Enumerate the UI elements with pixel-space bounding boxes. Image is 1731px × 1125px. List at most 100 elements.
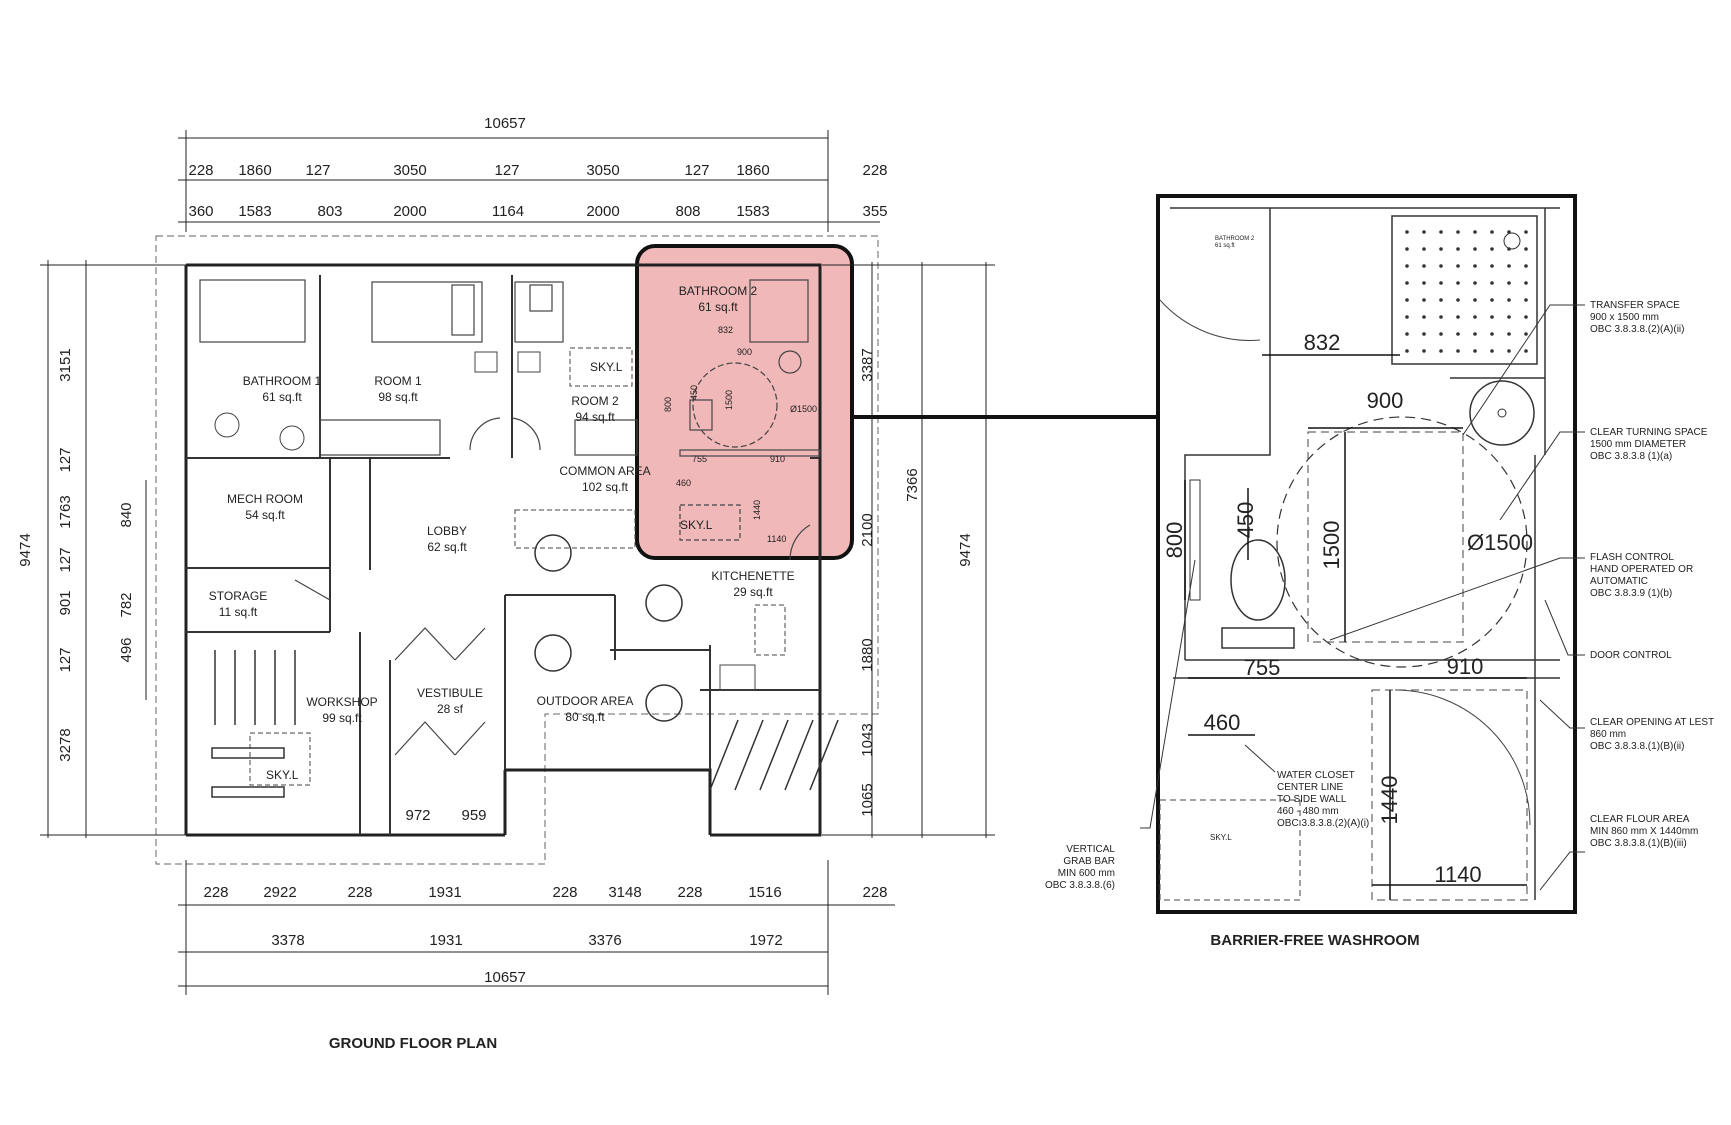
room-area: 62 sq.ft (427, 540, 467, 554)
note-grab-bar: MIN 600 mm (1058, 868, 1115, 879)
dim-450: 450 (1233, 502, 1258, 539)
shower-dot (1524, 332, 1528, 336)
dim-1440: 1440 (1377, 776, 1402, 825)
note-opening: OBC 3.8.3.8.(1)(B)(ii) (1590, 741, 1684, 752)
dim-755: 755 (1244, 655, 1281, 680)
dim-top-row1: 127 (305, 162, 330, 179)
dim-900: 900 (1367, 388, 1404, 413)
outdoor-bike-rack (709, 719, 839, 791)
shower-dot (1456, 298, 1460, 302)
shower-dot (1490, 264, 1494, 268)
shower-dot (1524, 349, 1528, 353)
bathroom-1-sink (279, 425, 305, 451)
dim-top-row2: 1164 (492, 203, 524, 220)
note-transfer: 900 x 1500 mm (1590, 312, 1659, 323)
right-dimension-lines (822, 262, 995, 838)
water-closet (1221, 539, 1295, 649)
shower-dot (1456, 349, 1460, 353)
dim-bottom-row2: 1931 (429, 932, 462, 949)
washroom-detail-title: BARRIER-FREE WASHROOM (1210, 932, 1419, 949)
shower-dot (1422, 349, 1426, 353)
shower-dot (1473, 264, 1477, 268)
note-flash: HAND OPERATED OR (1590, 564, 1693, 575)
svg-text:755: 755 (692, 454, 707, 464)
shower-dot (1490, 332, 1494, 336)
note-turning: CLEAR TURNING SPACE (1590, 427, 1708, 438)
exterior-walls (184, 263, 822, 837)
note-opening: 860 mm (1590, 729, 1626, 740)
note-turning: OBC 3.8.3.8 (1)(a) (1590, 451, 1672, 462)
kitchenette-sink (719, 664, 756, 691)
washroom-detail: 832 900 450 800 1500 Ø1500 755 910 460 1… (1045, 194, 1714, 949)
dim-832: 832 (1304, 330, 1341, 355)
room-area: 29 sq.ft (733, 585, 773, 599)
dim-460: 460 (1204, 710, 1241, 735)
shower-tray-dots (1405, 230, 1528, 353)
note-flash: OBC 3.8.3.9 (1)(b) (1590, 588, 1672, 599)
dim-left: 901 (57, 590, 74, 615)
shower-dot (1507, 281, 1511, 285)
dim-bottom-row1: 3148 (608, 884, 641, 901)
dim-bottom-row1: 1931 (428, 884, 461, 901)
dining-tables (534, 534, 683, 722)
note-floor-area: CLEAR FLOUR AREA (1590, 814, 1690, 825)
shower-dot (1490, 349, 1494, 353)
dim-top-row1: 127 (684, 162, 709, 179)
shower-dot (1405, 298, 1409, 302)
vestibule-doors (394, 627, 486, 756)
shower-dot (1524, 315, 1528, 319)
bottom-dimension-lines (178, 860, 895, 995)
dim-right-total: 7366 (904, 468, 921, 501)
svg-text:800: 800 (663, 397, 673, 412)
note-opening: CLEAR OPENING AT LEST (1590, 717, 1714, 728)
shower-dot (1490, 281, 1494, 285)
note-water-closet: WATER CLOSET (1277, 770, 1355, 781)
room-area: 98 sq.ft (378, 390, 418, 404)
dim-bottom-row1: 1516 (748, 884, 781, 901)
dim-left-outer: 9474 (17, 533, 34, 566)
dim-vestibule-left: 972 (405, 807, 430, 824)
top-dimension-lines (178, 130, 880, 232)
room-name: ROOM 1 (374, 374, 422, 388)
svg-text:460: 460 (676, 478, 691, 488)
room-area: 102 sq.ft (582, 480, 629, 494)
dim-top-row2: 355 (862, 203, 887, 220)
shower-dot (1473, 281, 1477, 285)
dim-left-inner: 840 (118, 502, 135, 527)
shower-dot (1473, 349, 1477, 353)
washroom-sink-drain (1497, 408, 1507, 418)
dim-left: 127 (57, 447, 74, 472)
room-name: BATHROOM 2 (679, 284, 758, 298)
roof-outline (155, 235, 879, 865)
room-2-bed (514, 281, 564, 343)
dim-bottom-total: 10657 (484, 969, 526, 986)
shower-dot (1439, 315, 1443, 319)
shower-dot (1507, 332, 1511, 336)
dim-bottom-row1: 228 (862, 884, 887, 901)
dim-right: 1065 (859, 783, 876, 816)
room-name: LOBBY (427, 524, 467, 538)
room-1-closet (319, 419, 441, 456)
note-grab-bar: GRAB BAR (1063, 856, 1115, 867)
workshop-bike-rack (211, 650, 296, 798)
shower-dot (1422, 230, 1426, 234)
svg-text:1140: 1140 (767, 534, 786, 544)
room-2-skylight (569, 347, 633, 387)
shower-dot (1490, 230, 1494, 234)
dim-top-row2: 2000 (586, 203, 619, 220)
dim-top-row1: 1860 (736, 162, 769, 179)
dim-top-row1: 3050 (393, 162, 426, 179)
dim-bottom-row1: 228 (347, 884, 372, 901)
dim-bottom-row2: 3378 (271, 932, 304, 949)
dim-bottom-row1: 228 (552, 884, 577, 901)
dim-1500: 1500 (1319, 521, 1344, 570)
bathroom-1-toilet (214, 412, 240, 438)
dim-left-inner: 782 (118, 592, 135, 617)
shower-dot (1422, 315, 1426, 319)
note-water-closet: OBC 3.8.3.8.(2)(A)(i) (1277, 818, 1369, 829)
